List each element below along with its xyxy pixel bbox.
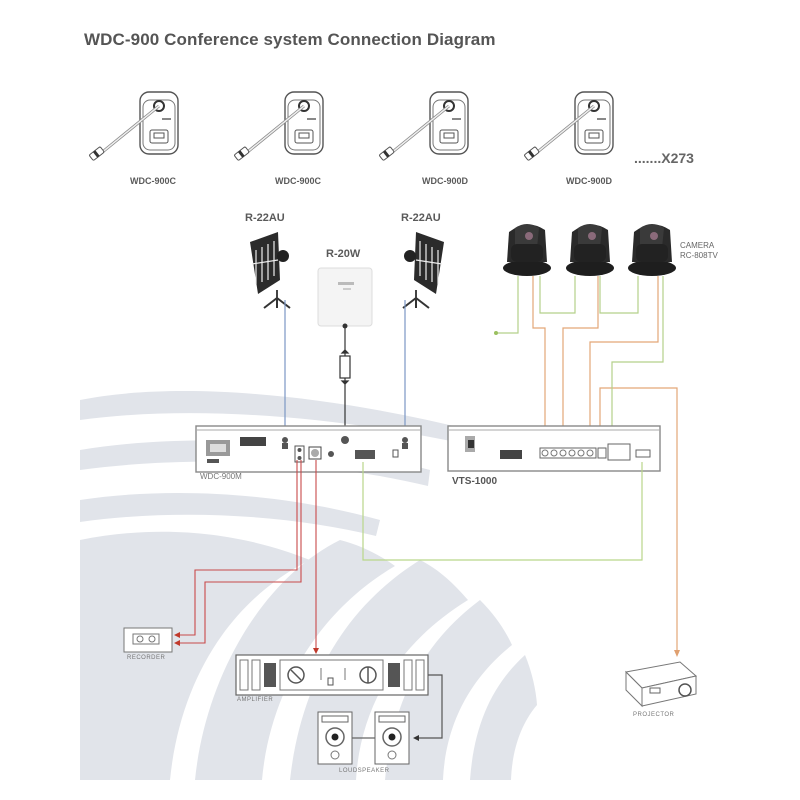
vts-label: VTS-1000: [452, 476, 498, 487]
antenna-left: [250, 232, 291, 309]
unit-label-3: WDC-900D: [422, 176, 469, 186]
unit-label-4: WDC-900D: [566, 176, 613, 186]
hdmi-cable: [362, 462, 643, 561]
recorder-label: RECORDER: [127, 655, 166, 661]
speaker-cable: [416, 674, 443, 739]
camera-label: CAMERA: [680, 241, 715, 250]
antenna-right-label: R-22AU: [401, 212, 441, 224]
conference-unit: [89, 91, 179, 161]
amplifier-label: AMPLIFIER: [237, 697, 274, 703]
camera-video-cables: [532, 276, 678, 650]
control-cable-endpoint: [494, 331, 498, 335]
video-tracking-vts1000: [447, 425, 661, 472]
main-unit-wdc900m: [195, 425, 422, 473]
conference-unit: [379, 91, 469, 161]
ptz-camera: [628, 224, 676, 276]
unit-label-1: WDC-900C: [130, 176, 177, 186]
amplifier-device: [235, 654, 429, 696]
projector-device: [624, 661, 698, 708]
main-unit-label: WDC-900M: [200, 472, 242, 481]
projector-label: PROJECTOR: [633, 712, 675, 718]
conference-unit: [524, 91, 614, 161]
recorder-device: [123, 627, 173, 653]
unit-count-label: .......X273: [634, 150, 694, 166]
audio-cables: [177, 460, 317, 652]
access-point-cable: [339, 328, 351, 432]
audio-arrows: [174, 632, 319, 654]
access-point-r20w: [317, 267, 373, 329]
antenna-left-label: R-22AU: [245, 212, 285, 224]
unit-label-2: WDC-900C: [275, 176, 322, 186]
antenna-right: [402, 232, 444, 309]
loudspeaker-label: LOUDSPEAKER: [339, 768, 390, 774]
antenna-cables: [284, 300, 406, 432]
ptz-camera: [503, 224, 551, 276]
conference-unit: [234, 91, 324, 161]
access-point-label: R-20W: [326, 248, 361, 260]
diagram-title: WDC-900 Conference system Connection Dia…: [84, 30, 496, 49]
loudspeaker-left: [317, 711, 353, 765]
ptz-camera: [566, 224, 614, 276]
loudspeaker-right: [374, 711, 410, 765]
camera-control-cables: [496, 276, 664, 448]
camera-model-label: RC-808TV: [680, 251, 718, 260]
